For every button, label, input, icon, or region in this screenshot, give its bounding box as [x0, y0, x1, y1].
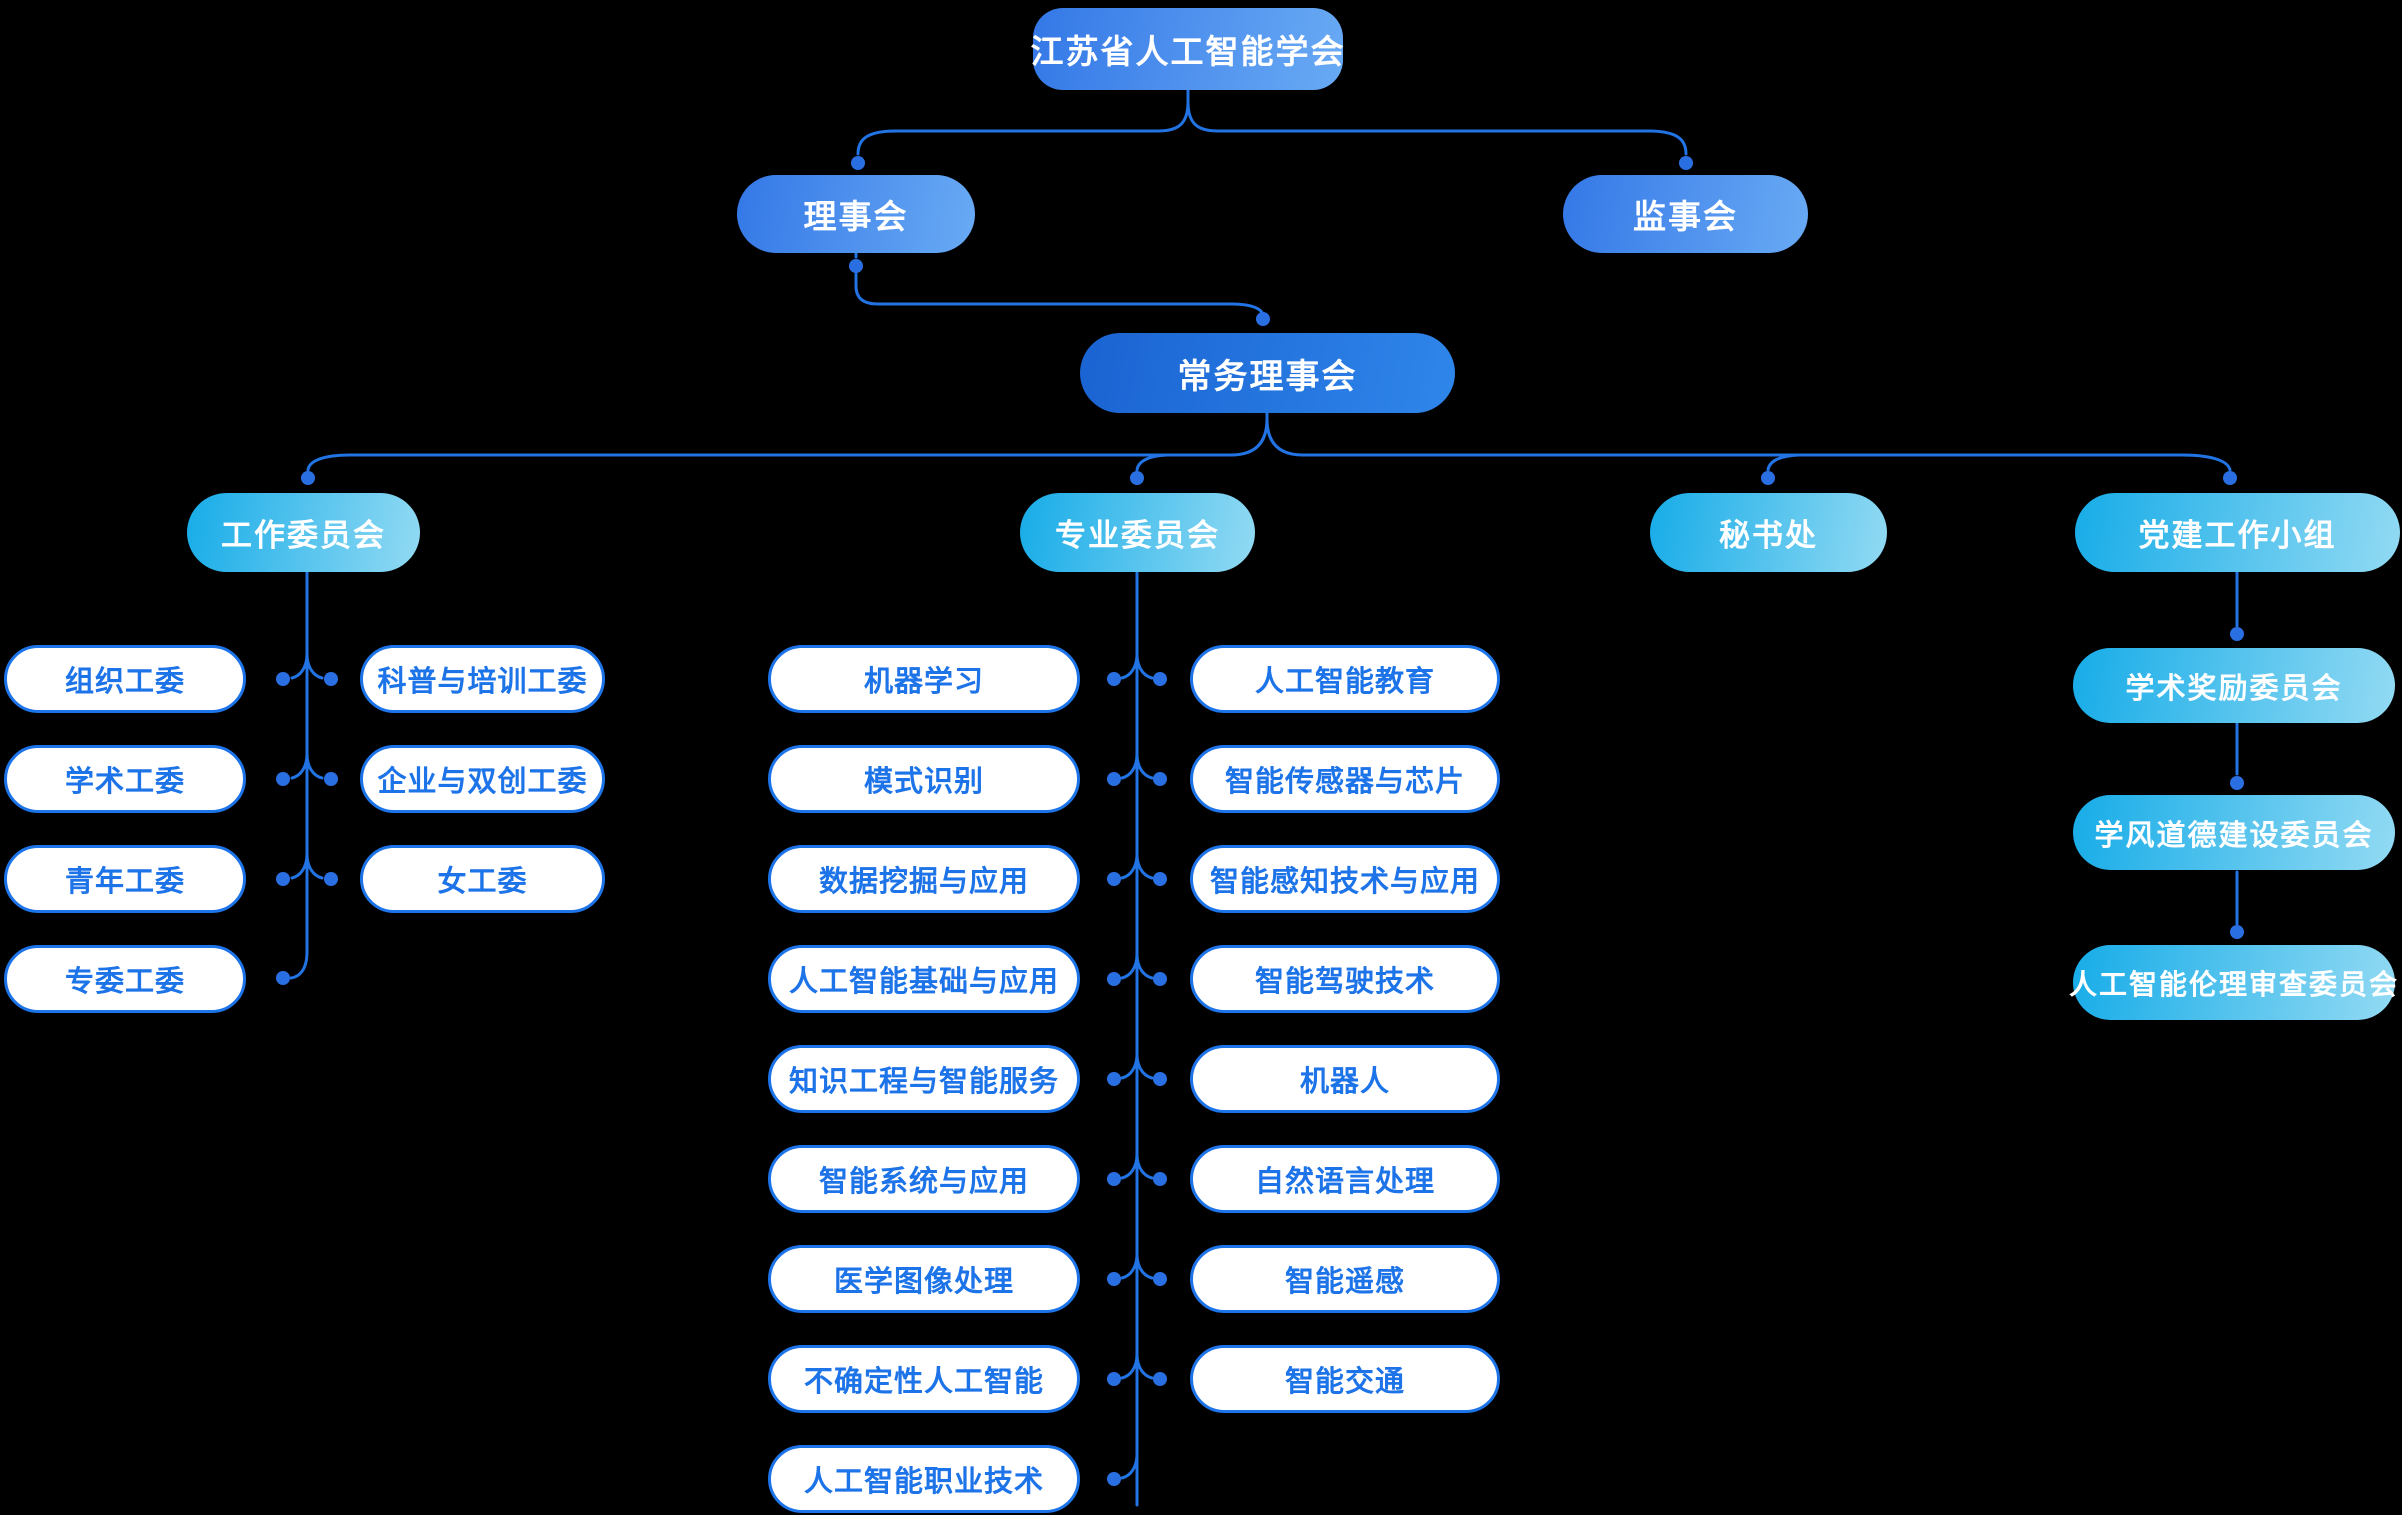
node-smart-sensors-chips: 智能传感器与芯片	[1190, 745, 1500, 813]
node-society-root: 江苏省人工智能学会	[1031, 8, 1344, 90]
node-knowledge-engineering-intelligent-service: 知识工程与智能服务	[768, 1045, 1080, 1113]
node-ai-ethics-review-committee: 人工智能伦理审查委员会	[2069, 945, 2397, 1020]
node-natural-language-processing: 自然语言处理	[1190, 1145, 1500, 1213]
node-pattern-recognition: 模式识别	[768, 745, 1080, 813]
node-professional-committee: 专业委员会	[1020, 493, 1255, 572]
node-academic-ethics-construction-committee: 学风道德建设委员会	[2073, 795, 2395, 870]
node-academic-awards-committee: 学术奖励委员会	[2073, 648, 2395, 723]
node-party-building-group: 党建工作小组	[2075, 493, 2400, 572]
node-working-committee: 工作委员会	[187, 493, 420, 572]
node-enterprise-innovation-committee: 企业与双创工委	[360, 745, 605, 813]
node-machine-learning: 机器学习	[768, 645, 1080, 713]
node-robotics: 机器人	[1190, 1045, 1500, 1113]
node-secretariat: 秘书处	[1650, 493, 1887, 572]
node-special-committee: 专委工委	[4, 945, 246, 1013]
node-uncertainty-ai: 不确定性人工智能	[768, 1345, 1080, 1413]
node-academic-committee: 学术工委	[4, 745, 246, 813]
node-intelligent-systems-application: 智能系统与应用	[768, 1145, 1080, 1213]
node-intelligent-driving-technology: 智能驾驶技术	[1190, 945, 1500, 1013]
node-youth-committee: 青年工委	[4, 845, 246, 913]
node-ai-vocational-technology: 人工智能职业技术	[768, 1445, 1080, 1513]
node-science-popularization-training-committee: 科普与培训工委	[360, 645, 605, 713]
node-data-mining-application: 数据挖掘与应用	[768, 845, 1080, 913]
node-intelligent-transportation: 智能交通	[1190, 1345, 1500, 1413]
node-standing-council: 常务理事会	[1080, 333, 1455, 413]
node-council: 理事会	[737, 175, 975, 253]
node-intelligent-remote-sensing: 智能遥感	[1190, 1245, 1500, 1313]
node-women-workers-committee: 女工委	[360, 845, 605, 913]
node-intelligent-perception-technology: 智能感知技术与应用	[1190, 845, 1500, 913]
node-medical-image-processing: 医学图像处理	[768, 1245, 1080, 1313]
node-ai-education: 人工智能教育	[1190, 645, 1500, 713]
node-supervisory-board: 监事会	[1563, 175, 1808, 253]
node-organization-committee: 组织工委	[4, 645, 246, 713]
node-ai-foundation-application: 人工智能基础与应用	[768, 945, 1080, 1013]
